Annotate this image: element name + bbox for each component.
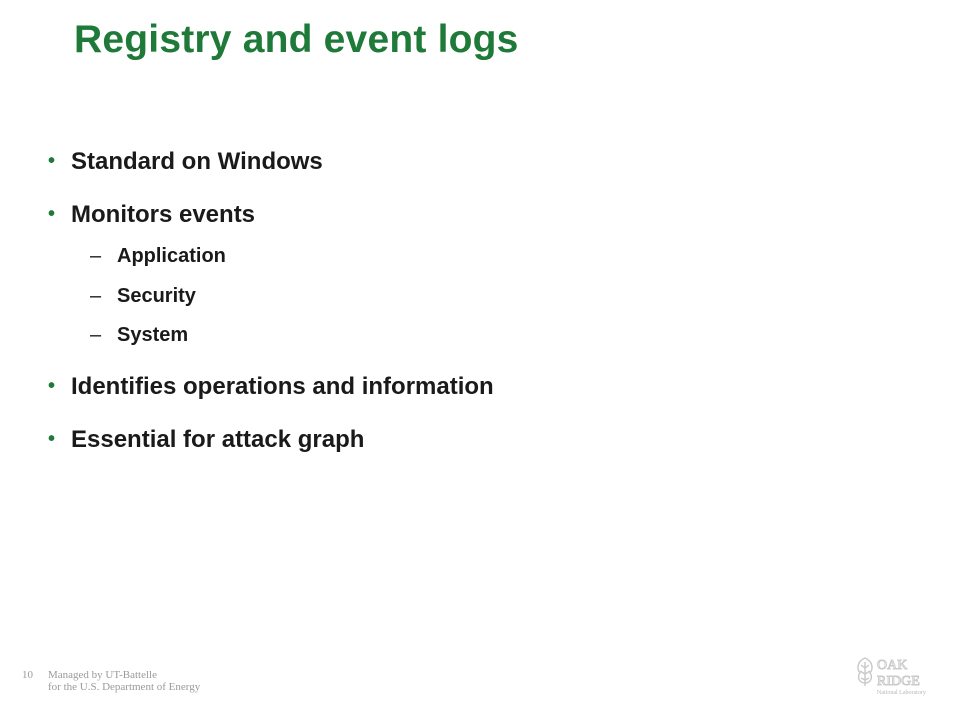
logo-text-oak: OAK — [877, 658, 907, 673]
page-number: 10 — [22, 669, 33, 681]
sub-bullet-item: –Security — [90, 285, 196, 308]
sub-bullet-marker: – — [90, 245, 102, 267]
oak-ridge-leaf-icon — [857, 657, 873, 686]
bullet-marker: • — [48, 203, 56, 225]
sub-bullet-text: System — [117, 324, 189, 346]
oak-ridge-logo: OAK RIDGE National Laboratory — [857, 657, 926, 696]
bullet-item: • Essential for attack graph — [48, 426, 364, 454]
sub-bullet-marker: – — [90, 324, 102, 346]
footer-line-department: for the U.S. Department of Energy — [48, 681, 201, 693]
bullet-text: Identifies operations and information — [71, 373, 494, 400]
bullet-item: • Identifies operations and information — [48, 373, 494, 401]
bullet-text: Monitors events — [71, 201, 256, 228]
bullet-text: Standard on Windows — [71, 148, 323, 175]
sub-bullet-item: –Application — [90, 245, 226, 268]
bullet-marker: • — [48, 375, 56, 397]
logo-text-ridge: RIDGE — [877, 674, 920, 689]
sub-bullet-item: –System — [90, 324, 188, 347]
bullet-marker: • — [48, 150, 56, 172]
bullet-item: • Standard on Windows — [48, 148, 323, 176]
bullet-marker: • — [48, 428, 56, 450]
sub-bullet-marker: – — [90, 285, 102, 307]
bullet-text: Essential for attack graph — [71, 426, 365, 453]
slide-title: Registry and event logs — [74, 18, 519, 61]
logo-text-lab: National Laboratory — [877, 690, 926, 696]
sub-bullet-text: Application — [117, 245, 226, 267]
bullet-item: • Monitors events — [48, 201, 255, 229]
sub-bullet-text: Security — [117, 285, 196, 307]
footer-line-managed: Managed by UT-Battelle — [48, 669, 157, 681]
